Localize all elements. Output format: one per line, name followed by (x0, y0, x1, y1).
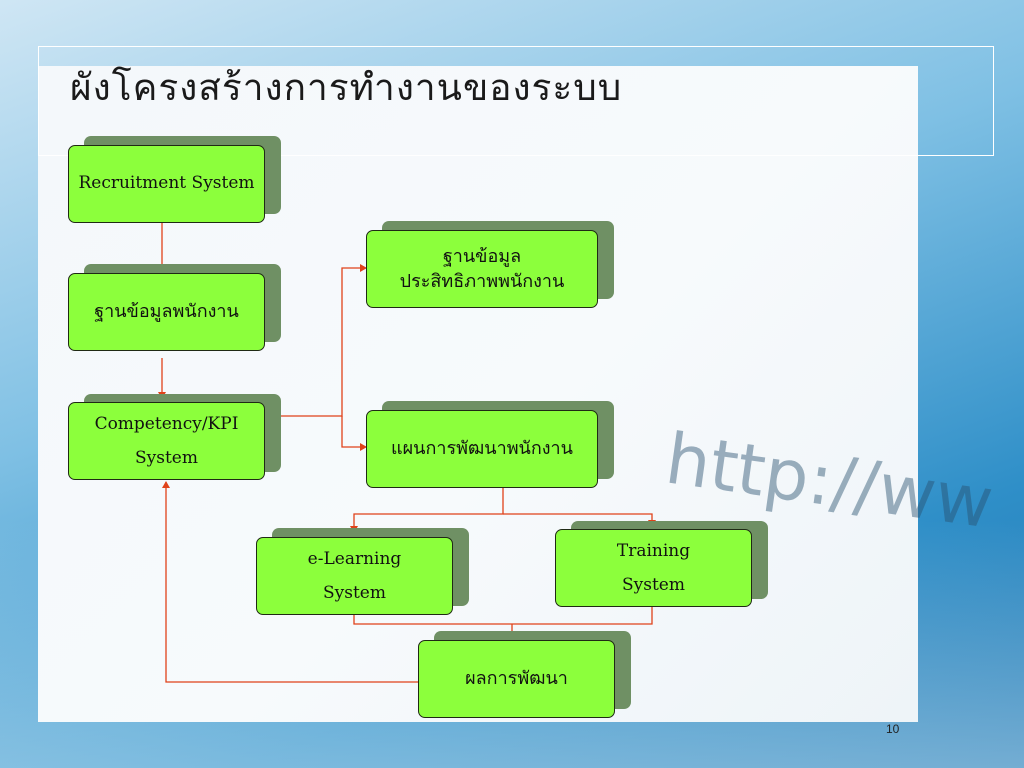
performance-database-label-line2: ประสิทธิภาพพนักงาน (399, 271, 565, 292)
elearning-system-node: e-Learning System (256, 537, 453, 615)
competency-kpi-node: Competency/KPI System (68, 402, 265, 480)
elearning-label-line2: System (323, 583, 386, 603)
recruitment-system-node: Recruitment System (68, 145, 265, 223)
employee-database-node: ฐานข้อมูลพนักงาน (68, 273, 265, 351)
competency-kpi-label-line1: Competency/KPI (94, 414, 239, 434)
training-label-line2: System (622, 575, 685, 595)
title-frame (38, 46, 994, 156)
slide-title: ผังโครงสร้างการทำงานของระบบ (70, 66, 623, 109)
arrow-dev-plan-to-elearning (350, 488, 504, 533)
performance-database-node: ฐานข้อมูล ประสิทธิภาพพนักงาน (366, 230, 598, 308)
page-number: 10 (886, 722, 900, 736)
elearning-label-line1: e-Learning (307, 549, 402, 569)
development-plan-node: แผนการพัฒนาพนักงาน (366, 410, 598, 488)
training-system-node: Training System (555, 529, 752, 607)
arrow-elearning-training-to-result (353, 606, 653, 625)
competency-kpi-label-line2: System (135, 448, 198, 468)
development-result-node: ผลการพัฒนา (418, 640, 615, 718)
employee-database-label: ฐานข้อมูลพนักงาน (94, 301, 239, 323)
performance-database-label-line1: ฐานข้อมูล (442, 245, 522, 267)
development-plan-label: แผนการพัฒนาพนักงาน (391, 438, 573, 460)
arrow-result-to-competency (162, 481, 418, 683)
development-result-label: ผลการพัฒนา (465, 668, 568, 690)
arrow-competency-to-dev-plan (341, 416, 367, 451)
recruitment-system-label: Recruitment System (78, 173, 255, 194)
arrow-competency-to-performance-db (265, 264, 367, 417)
training-label-line1: Training (616, 541, 691, 561)
